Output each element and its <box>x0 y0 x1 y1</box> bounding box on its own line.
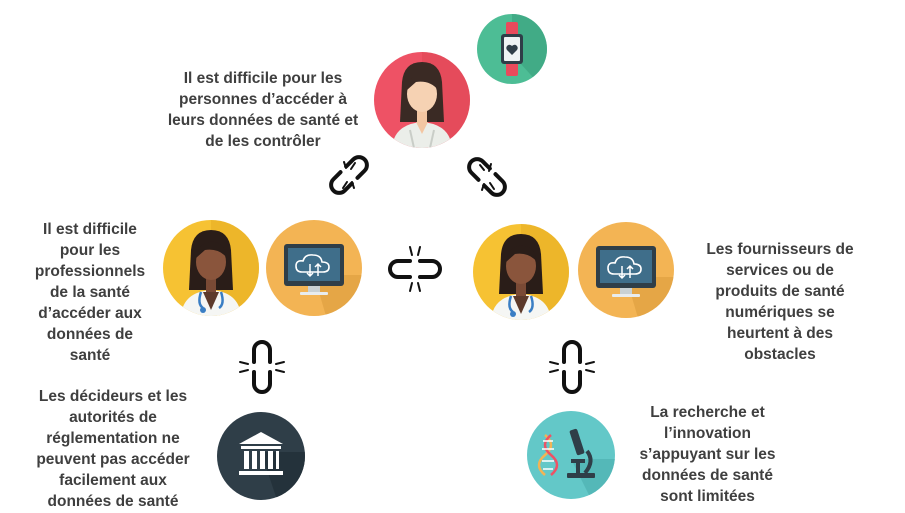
cloud-monitor-icon <box>596 246 674 318</box>
wearable-circle <box>477 14 547 84</box>
monitor-circle-left <box>266 220 362 316</box>
broken-chain-link-icon <box>458 152 516 202</box>
government-building-icon <box>239 432 305 500</box>
smartwatch-heart-icon <box>501 14 547 84</box>
dna-microscope-icon <box>537 428 615 499</box>
broken-chain-link-icon <box>236 334 288 400</box>
broken-chain-link-icon <box>320 150 378 200</box>
research-circle <box>527 411 615 499</box>
providers-label: Les fournisseurs de services ou de produ… <box>706 241 854 363</box>
cloud-monitor-icon <box>284 244 362 316</box>
broken-chain-link-icon <box>546 334 598 400</box>
monitor-circle-right <box>578 222 674 318</box>
regulators-label: Les décideurs et les autorités de réglem… <box>36 388 190 510</box>
building-circle <box>217 412 305 500</box>
doctor-circle-right <box>473 224 569 320</box>
professionals-label: Il est difficile pour les professionnels… <box>34 221 146 364</box>
patient-label: Il est difficile pour les personnes d’ac… <box>167 70 359 150</box>
woman-patient-icon <box>392 52 470 148</box>
research-label: La recherche et l’innovation s’appuyant … <box>639 404 776 505</box>
patient-circle <box>374 52 470 148</box>
female-doctor-icon <box>491 224 569 320</box>
female-doctor-icon <box>181 220 259 316</box>
broken-chain-link-icon <box>382 243 448 295</box>
doctor-circle-left <box>163 220 259 316</box>
